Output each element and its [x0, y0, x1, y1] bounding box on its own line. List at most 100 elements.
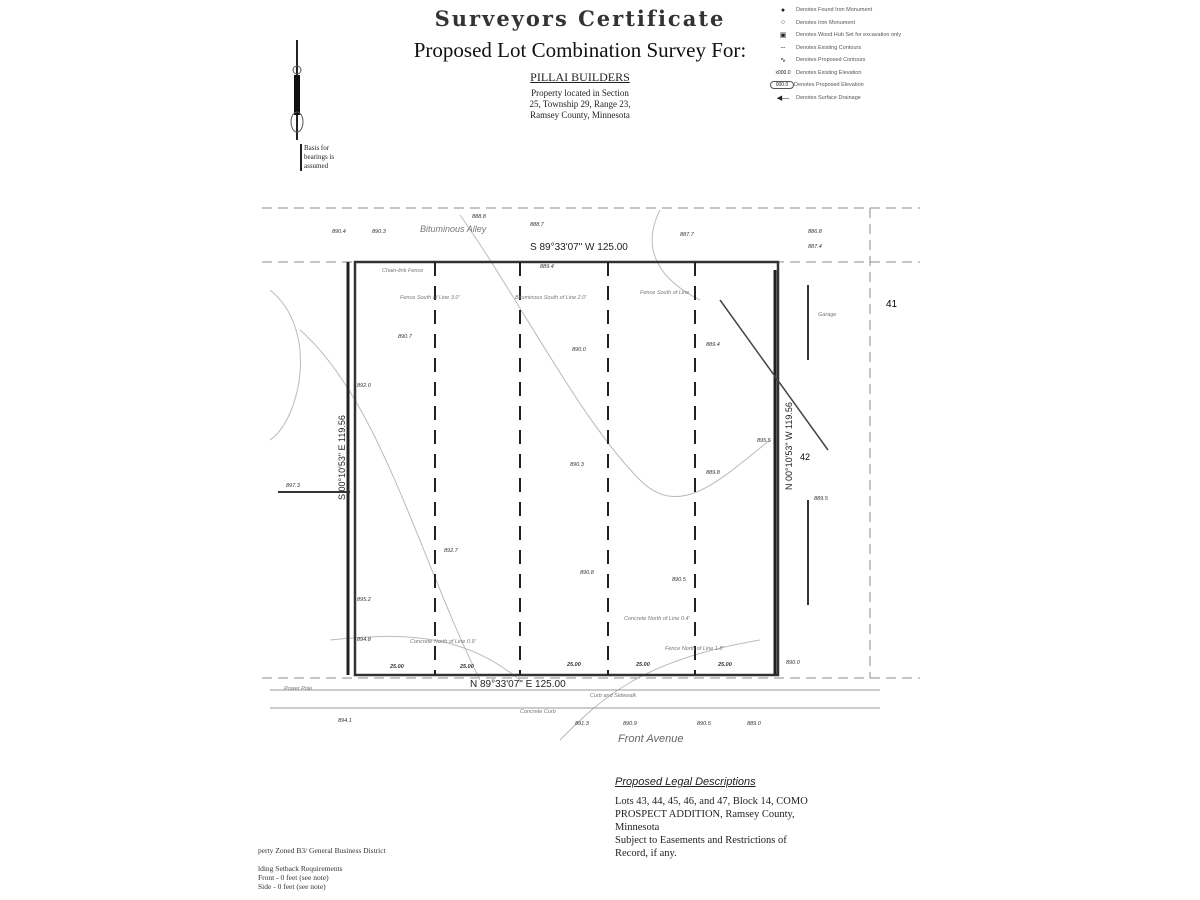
legal-line: PROSPECT ADDITION, Ramsey County, [615, 809, 795, 820]
legend-label: Denotes Proposed Elevation [794, 82, 864, 89]
elevation: 890.3 [570, 462, 585, 468]
elevation: 890.0 [572, 347, 587, 353]
note-line: bearings is [304, 153, 335, 161]
elevation: 889.5 [814, 496, 829, 502]
segment-length: 25.00 [389, 664, 404, 670]
elevation: 895.2 [357, 597, 371, 603]
legend-label: Denotes Surface Drainage [796, 94, 861, 101]
legend-item: ∿Denotes Proposed Contours [770, 54, 901, 67]
arrow-icon: ◀— [776, 94, 790, 102]
legend-item: ┄ Denotes Existing Contours [770, 42, 901, 55]
zoning-line: lding Setback Requirements [258, 864, 343, 873]
zoning-notes: perty Zoned B3/ General Business Distric… [258, 846, 386, 891]
survey-subtitle: Proposed Lot Combination Survey For: [413, 38, 747, 62]
legend-label: Denotes Wood Hub Set for excavation only [796, 32, 902, 39]
west-bearing: S 00°10'53" E 119.56 [337, 415, 347, 500]
location-line: Ramsey County, Minnesota [530, 110, 630, 120]
elevation: 888.7 [530, 222, 545, 228]
legend-label: Denotes Proposed Contours [796, 57, 866, 64]
elevation: 890.9 [623, 721, 637, 727]
east-bearing: N 00°10'53" W 119.56 [784, 402, 794, 490]
note: Curb and Sidewalk [590, 693, 636, 699]
elevation: 890.5 [697, 721, 712, 727]
note: Power Pole [284, 686, 312, 692]
elevation: 890.8 [580, 570, 595, 576]
client-name: PILLAI BUILDERS [530, 70, 630, 84]
property-location: Property located in Section 25, Township… [430, 88, 730, 121]
north-bearing: S 89°33'07" W 125.00 [530, 242, 628, 253]
elevation: 891.3 [575, 721, 590, 727]
note-line: assumed [304, 162, 329, 170]
alley-label: Bituminous Alley [420, 224, 487, 234]
location-line: Property located in Section [531, 88, 629, 98]
elevation: 892.0 [357, 383, 372, 389]
certificate-title: Surveyors Certificate [434, 6, 726, 31]
elevation: 889.4 [706, 342, 720, 348]
elevation: 890.3 [372, 229, 387, 235]
elevation: 889.8 [706, 470, 721, 476]
note: Bituminous South of Line 2.0' [515, 295, 587, 301]
legal-line: Minnesota [615, 822, 660, 833]
legend-label: Denotes Iron Monument [796, 19, 856, 26]
zoning-line: Side - 0 feet (see note) [258, 882, 326, 891]
lot-boundary [353, 260, 780, 677]
zoning-line: Front - 0 feet (see note) [258, 873, 329, 882]
elevation-oval-icon: 000.0 [770, 81, 794, 90]
legend-label: Denotes Found Iron Monument [796, 7, 873, 14]
elevations: 890.4 890.3 888.8 888.7 887.7 886.8 887.… [286, 214, 829, 727]
right-of-way-lines [262, 207, 920, 679]
zoning-line: perty Zoned B3/ General Business Distric… [258, 846, 386, 855]
legal-heading: Proposed Legal Descriptions [615, 776, 756, 788]
legend-item: ○ Denotes Iron Monument [770, 17, 901, 30]
elevation: 888.8 [472, 214, 487, 220]
legal-description: Proposed Legal Descriptions Lots 43, 44,… [615, 776, 845, 860]
elevation: 894.8 [357, 637, 372, 643]
lot-41-label: 41 [886, 299, 898, 310]
overhead-line [719, 299, 829, 451]
lot-42-label: 42 [800, 452, 810, 462]
plan-notes: Chain-link Fence Fence South of Line 3.0… [284, 268, 836, 715]
legend-item: ▣Denotes Wood Hub Set for excavation onl… [770, 29, 901, 42]
elevation-text-icon: x000.0 [775, 69, 791, 76]
segment-lengths: 25.00 25.00 25.00 25.00 25.00 [389, 662, 732, 670]
legend-label: Denotes Existing Contours [796, 44, 862, 51]
legal-line: Lots 43, 44, 45, 46, and 47, Block 14, C… [615, 796, 808, 807]
elevation: 890.4 [332, 229, 346, 235]
elevation: 890.5 [672, 577, 687, 583]
elevation: 897.3 [286, 483, 301, 489]
bearing-basis-note: Basis for bearings is assumed [300, 144, 334, 171]
open-circle-icon: ○ [780, 19, 786, 27]
legal-line: Record, if any. [615, 848, 677, 859]
note-line: Basis for [304, 144, 330, 152]
legend: ● Denotes Found Iron Monument ○ Denotes Ir… [770, 4, 901, 104]
elevation: 892.7 [444, 548, 459, 554]
location-line: 25, Township 29, Range 23, [529, 99, 631, 109]
elevation: 890.0 [786, 660, 801, 666]
note: Concrete Curb [520, 709, 556, 715]
legend-item: ● Denotes Found Iron Monument [770, 4, 901, 17]
note: Concrete North of Line 0.9' [410, 639, 477, 645]
note: Fence South of Line 3.0' [400, 295, 460, 301]
segment-length: 25.00 [635, 662, 650, 668]
elevation: 894.1 [338, 718, 352, 724]
north-arrow-icon [290, 40, 304, 140]
dashed-curve-icon: ┄ [780, 44, 786, 52]
note: Chain-link Fence [382, 268, 423, 274]
note: Fence North of Line 1.8' [665, 646, 724, 652]
elevation: 890.7 [398, 334, 413, 340]
note: Garage [818, 312, 836, 318]
segment-length: 25.00 [566, 662, 581, 668]
segment-length: 25.00 [717, 662, 732, 668]
note: Fence South of Line [640, 290, 689, 296]
segment-length: 25.00 [459, 664, 474, 670]
elevation: 889.4 [540, 264, 554, 270]
filled-circle-icon: ● [780, 6, 786, 14]
elevation: 887.4 [808, 244, 822, 250]
elevation: 887.7 [680, 232, 695, 238]
contour-lines [269, 209, 771, 741]
note: Concrete North of Line 0.4' [624, 616, 691, 622]
legend-item: ◀— Denotes Surface Drainage [770, 92, 901, 105]
